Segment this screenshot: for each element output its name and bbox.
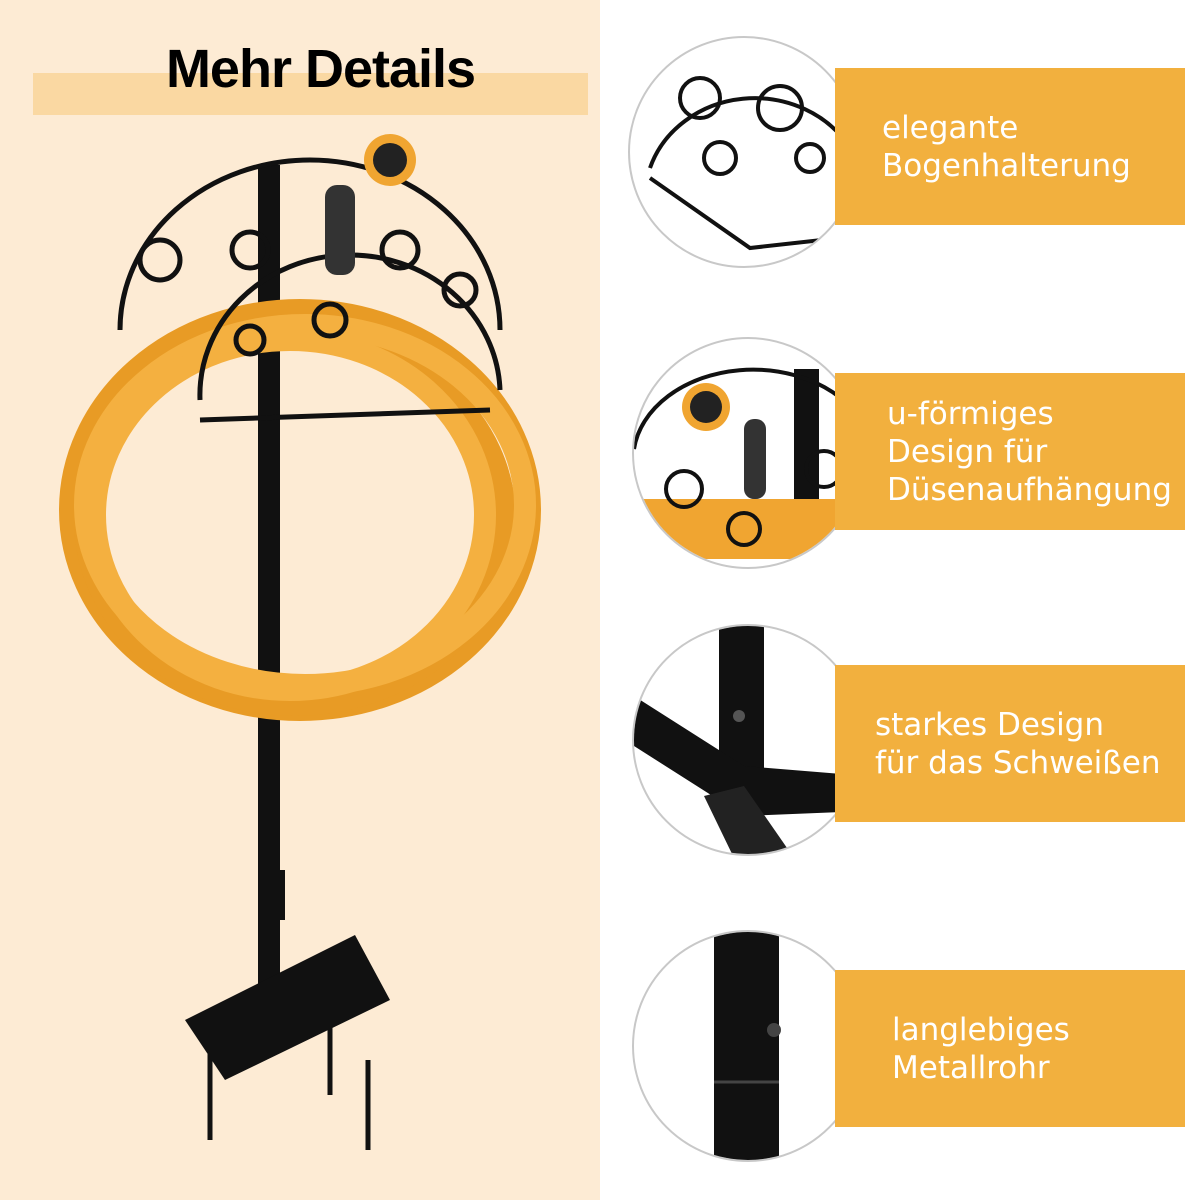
page-title: Mehr Details: [165, 39, 476, 99]
feature-banner-3: starkes Design für das Schweißen: [835, 665, 1185, 822]
feature-label: u-förmiges Design für Düsenaufhängung: [887, 395, 1172, 508]
detail-image-welded-base: [632, 624, 864, 856]
detail-image-metal-tube: [632, 930, 864, 1162]
feature-label: langlebiges Metallrohr: [892, 1011, 1070, 1086]
feature-label: starkes Design für das Schweißen: [875, 706, 1161, 781]
title-bar: [33, 73, 588, 115]
feature-banner-2: u-förmiges Design für Düsenaufhängung: [835, 373, 1185, 530]
hose-holder-product-image: [59, 134, 541, 1150]
feature-banner-1: elegante Bogenhalterung: [835, 68, 1185, 225]
feature-banner-4: langlebiges Metallrohr: [835, 970, 1185, 1127]
detail-image-nozzle-hanger: [632, 337, 864, 569]
feature-label: elegante Bogenhalterung: [882, 109, 1131, 184]
detail-image-arch-bracket: [628, 36, 860, 268]
